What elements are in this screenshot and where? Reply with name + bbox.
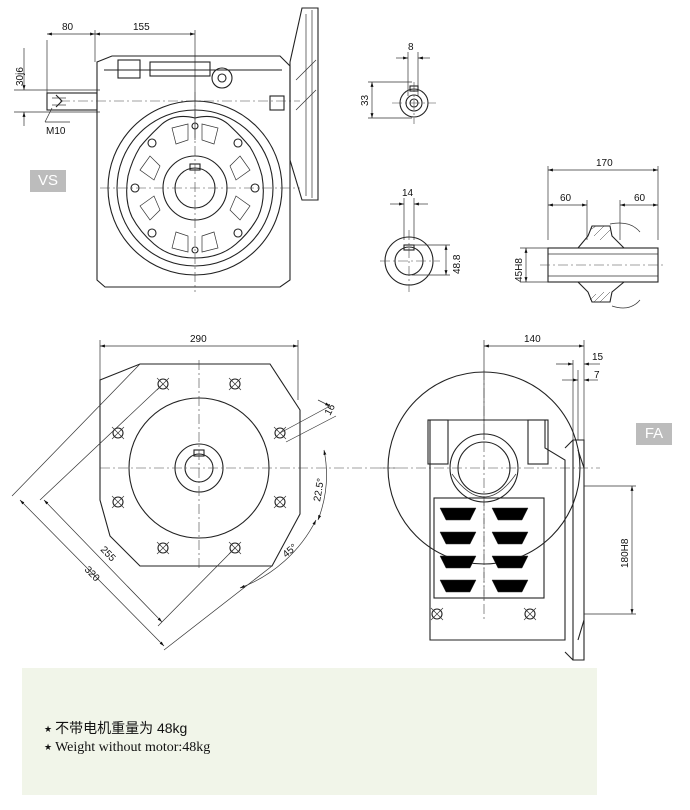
dim-48-8: 48.8 — [452, 254, 463, 274]
star-bullet-icon: ★ — [44, 723, 53, 734]
star-bullet-icon: ★ — [44, 742, 53, 753]
weight-note-chinese: ★不带电机重量为 48kg — [44, 718, 187, 738]
dim-7: 7 — [594, 370, 600, 381]
flange-view: 290 16 22.5° 45° 255 — [11, 334, 400, 651]
dim-16: 16 — [323, 402, 338, 417]
dim-255: 255 — [98, 544, 118, 564]
dim-8: 8 — [408, 42, 414, 53]
fa-view-label: FA — [636, 423, 672, 445]
dim-155: 155 — [133, 22, 150, 33]
dim-33: 33 — [360, 94, 371, 106]
dim-60-right: 60 — [634, 193, 646, 204]
shaft-key-detail: 8 33 — [360, 42, 436, 124]
dim-15: 15 — [592, 352, 604, 363]
vs-view: 80 155 30j6 M10 — [14, 7, 319, 292]
dim-290: 290 — [190, 334, 207, 345]
dim-14: 14 — [402, 188, 414, 199]
weight-note-cn-text: 不带电机重量为 48kg — [55, 720, 188, 736]
dim-m10: M10 — [46, 126, 66, 137]
fa-view: 140 15 7 — [380, 334, 636, 661]
weight-note-box: ★不带电机重量为 48kg ★Weight without motor:48kg — [22, 668, 597, 795]
weight-note-english: ★Weight without motor:48kg — [44, 740, 210, 756]
dim-170: 170 — [596, 158, 613, 169]
dim-180h8: 180H8 — [620, 538, 631, 568]
vs-view-label: VS — [30, 170, 66, 192]
dim-60-left: 60 — [560, 193, 572, 204]
hollow-shaft-key-detail: 14 48.8 — [380, 188, 463, 292]
dim-80: 80 — [62, 22, 74, 33]
hollow-shaft-section: 170 60 60 45H8 — [514, 158, 666, 309]
dim-45h8: 45H8 — [514, 258, 525, 282]
dim-140: 140 — [524, 334, 541, 345]
dim-30j6: 30j6 — [15, 67, 26, 86]
dim-320: 320 — [82, 564, 102, 584]
dim-22-5: 22.5° — [312, 477, 327, 502]
weight-note-en-text: Weight without motor:48kg — [55, 740, 211, 755]
